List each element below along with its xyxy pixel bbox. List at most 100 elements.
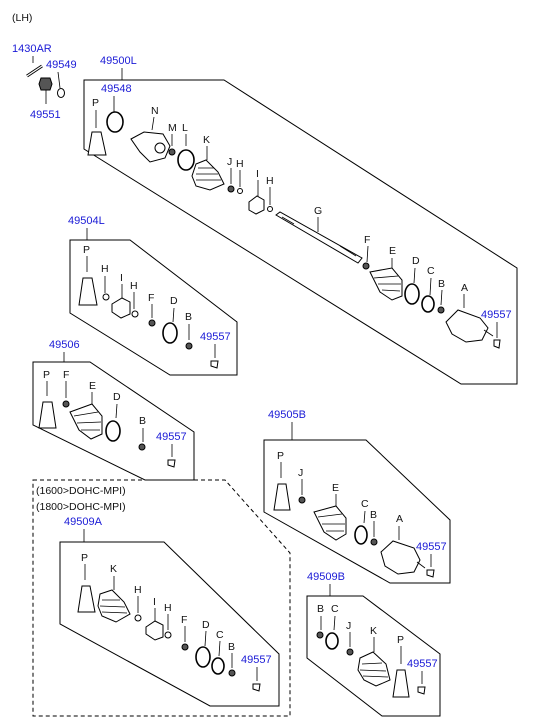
part-shape bbox=[317, 513, 345, 532]
part-letter-label: H bbox=[134, 584, 142, 596]
part-shape bbox=[370, 538, 378, 546]
leader-line bbox=[363, 510, 366, 524]
part-shape bbox=[196, 167, 221, 181]
part-shape bbox=[77, 585, 96, 613]
leader-line bbox=[172, 307, 175, 323]
part-code-label[interactable]: 49557 bbox=[407, 658, 438, 670]
part-letter-label: H bbox=[130, 280, 138, 292]
part-letter-label: C bbox=[361, 498, 369, 510]
part-letter-label: E bbox=[89, 380, 96, 392]
part-letter-label: N bbox=[151, 105, 159, 117]
part-code-49549[interactable]: 49549 bbox=[46, 59, 77, 71]
part-shape bbox=[145, 620, 164, 641]
part-shape bbox=[69, 403, 103, 440]
part-shape bbox=[177, 149, 195, 171]
part-shape bbox=[404, 283, 420, 305]
part-letter-label: A bbox=[396, 513, 403, 525]
part-shape bbox=[99, 599, 128, 614]
part-letter-label: P bbox=[397, 634, 404, 646]
group-49506: 49506 P F E D B 49557 bbox=[32, 339, 195, 481]
part-code-49557[interactable]: 49557 bbox=[481, 309, 512, 321]
cv-joint-outer-icon bbox=[130, 131, 171, 163]
part-letter-label: D bbox=[202, 619, 210, 631]
part-shape bbox=[102, 293, 110, 301]
part-letter-label: K bbox=[370, 625, 377, 637]
engine-note-1600: (1600>DOHC-MPI) bbox=[36, 485, 126, 497]
group-49504l: 49504L P H I H F D B 49557 bbox=[68, 215, 238, 376]
part-letter-label: K bbox=[110, 563, 117, 575]
part-shape bbox=[210, 360, 219, 369]
group-code-49509a[interactable]: 49509A bbox=[64, 516, 103, 528]
part-code-label[interactable]: 49557 bbox=[241, 654, 272, 666]
part-letter-label: H bbox=[164, 602, 172, 614]
part-shape bbox=[237, 188, 243, 194]
group-code-49500l[interactable]: 49500L bbox=[100, 55, 137, 67]
part-letter-label: P bbox=[81, 552, 88, 564]
part-shape bbox=[421, 295, 435, 313]
part-shape bbox=[78, 277, 98, 306]
group-code-49506[interactable]: 49506 bbox=[49, 339, 80, 351]
part-code-label[interactable]: 49557 bbox=[156, 431, 187, 443]
leader-line bbox=[416, 561, 426, 569]
engine-note-1800: (1800>DOHC-MPI) bbox=[36, 501, 126, 513]
cv-joint-inner-icon bbox=[445, 309, 489, 343]
part-letter-label: B bbox=[139, 415, 146, 427]
part-shape bbox=[195, 646, 211, 668]
part-shape bbox=[380, 540, 421, 575]
part-shape bbox=[359, 662, 389, 678]
leader-line bbox=[413, 267, 416, 284]
part-shape bbox=[426, 569, 435, 578]
part-shape bbox=[392, 669, 410, 698]
part-shape bbox=[298, 496, 306, 504]
part-shape bbox=[73, 411, 102, 431]
part-shape bbox=[162, 322, 178, 344]
part-shape bbox=[105, 420, 121, 442]
part-shape bbox=[111, 297, 131, 319]
leader-line bbox=[57, 71, 61, 89]
part-shape bbox=[62, 400, 70, 408]
part-code-label[interactable]: 49557 bbox=[200, 331, 231, 343]
part-letter-label: E bbox=[389, 245, 396, 257]
boot-outer-icon bbox=[191, 159, 225, 191]
grease-tube-icon bbox=[87, 131, 107, 156]
part-letter-label: L bbox=[182, 122, 188, 134]
fastener-group: 1430AR 49549 49551 bbox=[12, 43, 77, 121]
part-shape bbox=[97, 589, 131, 623]
part-shape bbox=[168, 148, 176, 156]
part-shape bbox=[181, 643, 189, 651]
part-code-1430ar[interactable]: 1430AR bbox=[12, 43, 52, 55]
part-letter-label: J bbox=[346, 620, 351, 632]
group-49505b: 49505B P J E C B A 49557 bbox=[263, 409, 451, 584]
group-code-49504l[interactable]: 49504L bbox=[68, 215, 105, 227]
part-letter-label: I bbox=[256, 168, 259, 180]
part-code-label[interactable]: 49557 bbox=[416, 541, 447, 553]
part-shape bbox=[164, 631, 172, 639]
part-letter-label: F bbox=[63, 369, 69, 381]
leader-line bbox=[151, 116, 155, 131]
part-code-49551[interactable]: 49551 bbox=[30, 109, 61, 121]
panel-outline bbox=[275, 211, 363, 264]
part-code-49548[interactable]: 49548 bbox=[101, 83, 132, 95]
part-letter-label: B bbox=[370, 509, 377, 521]
part-letter-label: H bbox=[236, 158, 244, 170]
leader-line bbox=[429, 277, 432, 296]
part-letter-label: H bbox=[266, 175, 274, 187]
part-shape bbox=[227, 185, 235, 193]
group-code-49505b[interactable]: 49505B bbox=[268, 409, 306, 421]
part-letter-label: F bbox=[364, 234, 370, 246]
part-letter-label: I bbox=[153, 596, 156, 608]
part-shape bbox=[267, 206, 273, 212]
part-letter-label: J bbox=[227, 156, 232, 168]
group-code-49509b[interactable]: 49509B bbox=[307, 571, 345, 583]
part-letter-label: P bbox=[43, 369, 50, 381]
part-shape bbox=[373, 275, 401, 292]
side-label: (LH) bbox=[12, 12, 32, 24]
part-shape bbox=[325, 632, 339, 650]
leader-line bbox=[366, 245, 369, 263]
part-shape bbox=[362, 262, 370, 270]
part-shape bbox=[313, 505, 347, 541]
part-letter-label: B bbox=[438, 278, 445, 290]
part-letter-label: B bbox=[317, 603, 324, 615]
leader-line bbox=[333, 615, 336, 631]
